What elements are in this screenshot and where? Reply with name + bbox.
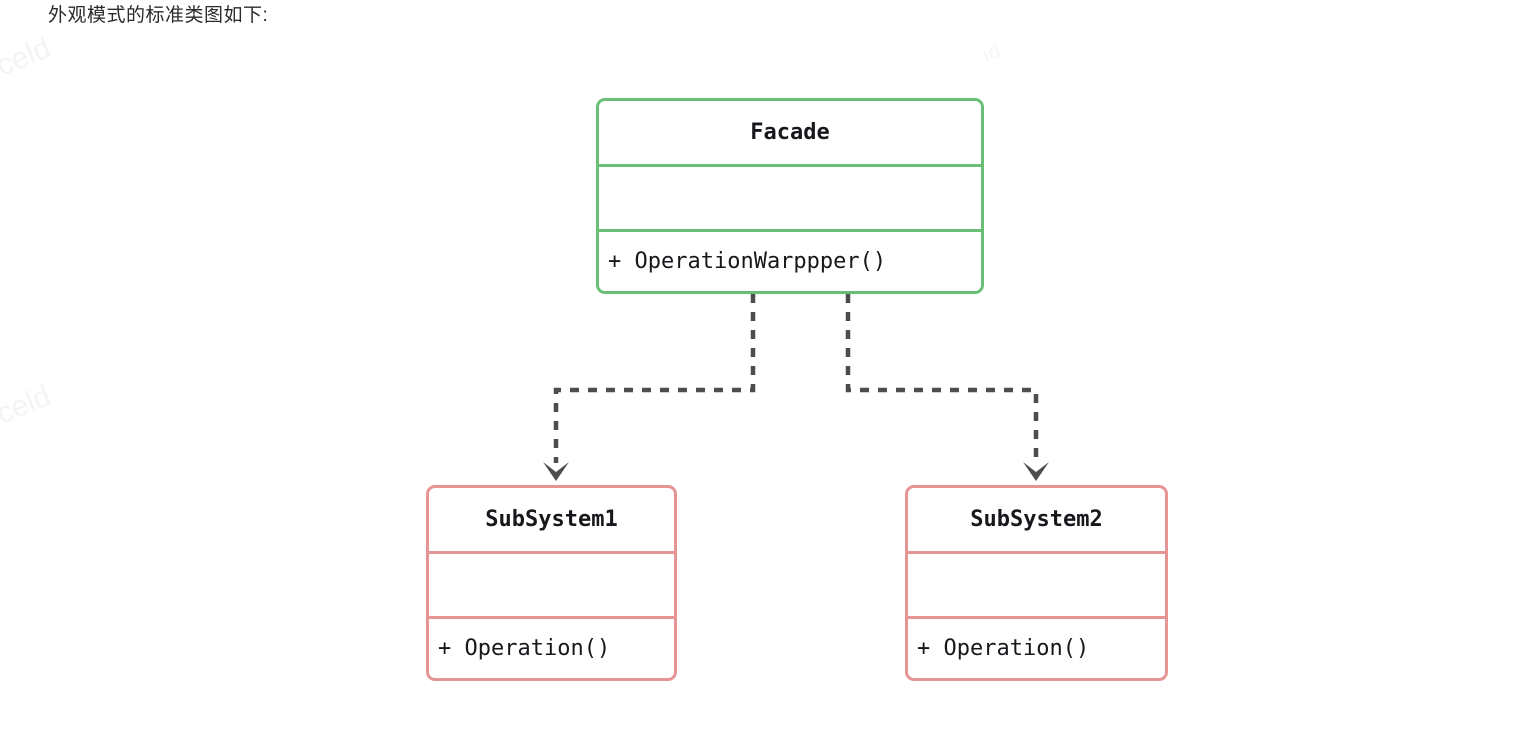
uml-method: + Operation() — [917, 635, 1090, 661]
arrowhead-subsystem1-icon — [543, 462, 569, 481]
uml-class-facade[interactable]: Facade + OperationWarppper() — [596, 98, 984, 294]
uml-class-subsystem1-methods: + Operation() — [429, 619, 674, 678]
relationship-facade-to-subsystem1 — [543, 294, 756, 481]
uml-class-subsystem2-attributes — [908, 554, 1165, 619]
arrowhead-subsystem2-icon — [1023, 462, 1049, 481]
uml-class-facade-attributes — [599, 167, 981, 232]
page-title: 外观模式的标准类图如下: — [48, 5, 269, 26]
relationship-facade-to-subsystem2 — [845, 294, 1049, 481]
watermark-top-left: celd — [0, 31, 56, 83]
watermark-middle-left: celd — [0, 379, 56, 431]
uml-class-facade-methods: + OperationWarppper() — [599, 232, 981, 291]
uml-class-subsystem1-attributes — [429, 554, 674, 619]
uml-method: + Operation() — [438, 635, 611, 661]
uml-class-facade-name: Facade — [599, 101, 981, 167]
uml-method: + OperationWarppper() — [608, 248, 887, 274]
watermark-top-center: ıd — [978, 37, 1005, 68]
uml-class-subsystem2-name: SubSystem2 — [908, 488, 1165, 554]
uml-class-subsystem1[interactable]: SubSystem1 + Operation() — [426, 485, 677, 681]
uml-class-subsystem2[interactable]: SubSystem2 + Operation() — [905, 485, 1168, 681]
uml-class-subsystem2-methods: + Operation() — [908, 619, 1165, 678]
uml-class-subsystem1-name: SubSystem1 — [429, 488, 674, 554]
